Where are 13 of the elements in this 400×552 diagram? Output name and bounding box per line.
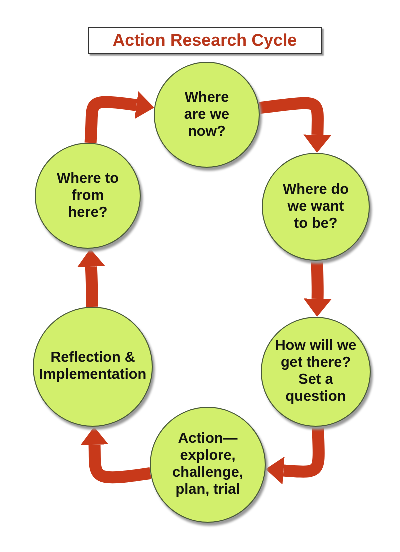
node-label: How will we get there? Set a question bbox=[274, 338, 358, 406]
title: Action Research Cycle bbox=[112, 30, 298, 50]
curved-arrow bbox=[258, 97, 332, 154]
curved-arrow bbox=[304, 260, 332, 318]
curved-arrow bbox=[77, 248, 106, 308]
curved-arrow bbox=[84, 92, 154, 146]
node-label: Action— explore, challenge, plan, trial bbox=[172, 431, 244, 499]
node-label: Where are we now? bbox=[183, 90, 231, 140]
curved-arrow bbox=[266, 424, 325, 485]
node-label: Where to from here? bbox=[56, 170, 120, 222]
curved-arrow bbox=[80, 426, 152, 484]
node-label: Where do we want to be? bbox=[282, 182, 350, 232]
node-label: Reflection & Implementation bbox=[38, 350, 148, 384]
